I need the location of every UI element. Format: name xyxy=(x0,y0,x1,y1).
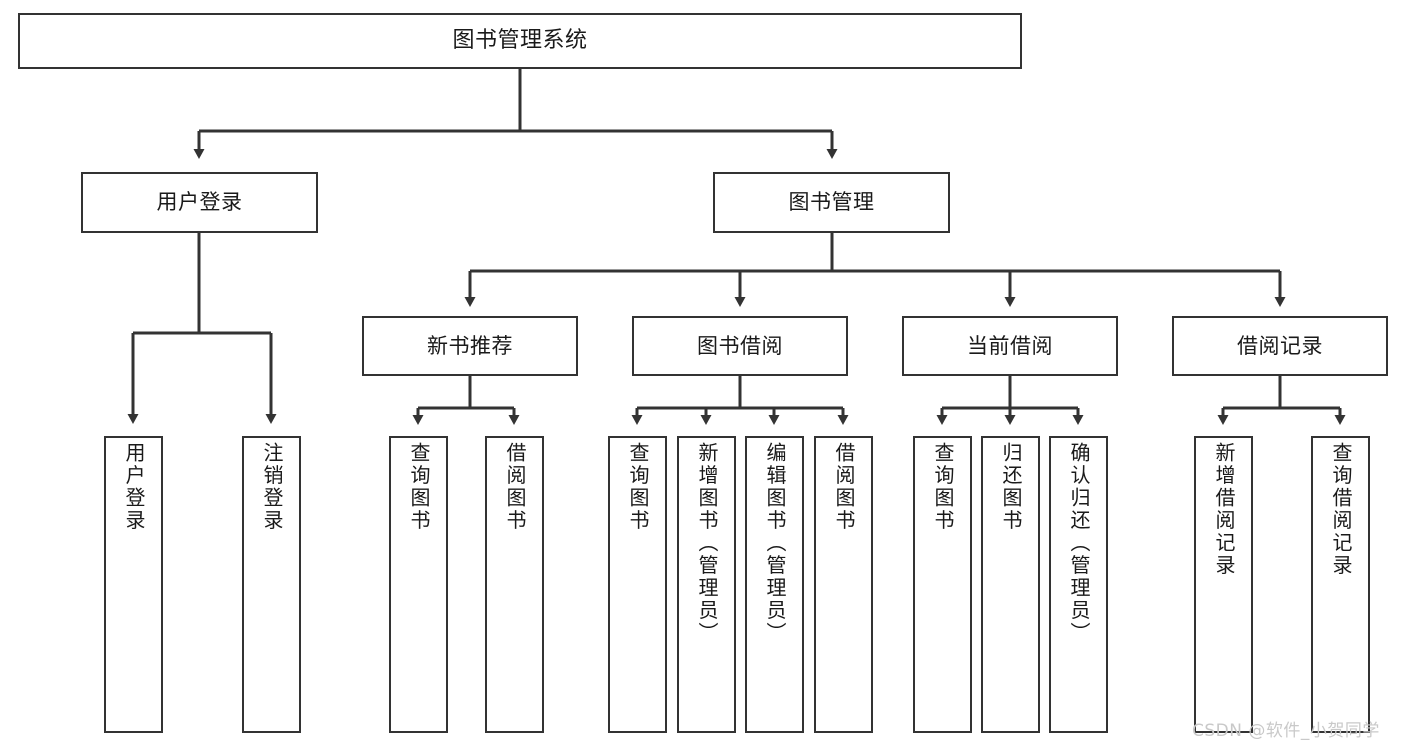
node-leaf-borrow-book-1[interactable]: 借阅图书 xyxy=(485,436,544,733)
node-leaf-user-login-label: 用户登录 xyxy=(122,442,146,532)
node-leaf-add-borrow-record[interactable]: 新增借阅记录 xyxy=(1194,436,1253,733)
node-leaf-borrow-book-1-label: 借阅图书 xyxy=(503,442,527,532)
node-leaf-query-book-2-label: 查询图书 xyxy=(626,442,650,532)
node-leaf-query-borrow-record[interactable]: 查询借阅记录 xyxy=(1311,436,1370,733)
node-leaf-logout-login[interactable]: 注销登录 xyxy=(242,436,301,733)
node-leaf-query-book-3-label: 查询图书 xyxy=(931,442,955,532)
node-leaf-add-borrow-record-label: 新增借阅记录 xyxy=(1212,442,1236,577)
node-leaf-borrow-book-2[interactable]: 借阅图书 xyxy=(814,436,873,733)
node-new-book-recommend[interactable]: 新书推荐 xyxy=(362,316,578,376)
node-leaf-confirm-return-admin[interactable]: 确认归还（管理员） xyxy=(1049,436,1108,733)
node-new-book-recommend-label: 新书推荐 xyxy=(427,333,513,358)
node-leaf-query-book-1-label: 查询图书 xyxy=(407,442,431,532)
node-leaf-query-book-2[interactable]: 查询图书 xyxy=(608,436,667,733)
node-leaf-query-borrow-record-label: 查询借阅记录 xyxy=(1329,442,1353,577)
node-root-label: 图书管理系统 xyxy=(452,28,588,54)
node-borrow-record[interactable]: 借阅记录 xyxy=(1172,316,1388,376)
node-user-login[interactable]: 用户登录 xyxy=(81,172,318,233)
node-book-manage[interactable]: 图书管理 xyxy=(713,172,950,233)
node-root[interactable]: 图书管理系统 xyxy=(18,13,1022,69)
node-leaf-logout-login-label: 注销登录 xyxy=(260,442,284,532)
node-leaf-borrow-book-2-label: 借阅图书 xyxy=(832,442,856,532)
node-borrow-record-label: 借阅记录 xyxy=(1237,333,1323,358)
node-leaf-add-book-admin-label: 新增图书（管理员） xyxy=(695,442,719,645)
node-leaf-query-book-1[interactable]: 查询图书 xyxy=(389,436,448,733)
node-leaf-edit-book-admin-label: 编辑图书（管理员） xyxy=(763,442,787,645)
node-leaf-add-book-admin[interactable]: 新增图书（管理员） xyxy=(677,436,736,733)
node-leaf-query-book-3[interactable]: 查询图书 xyxy=(913,436,972,733)
node-leaf-edit-book-admin[interactable]: 编辑图书（管理员） xyxy=(745,436,804,733)
node-book-borrow[interactable]: 图书借阅 xyxy=(632,316,848,376)
node-leaf-return-book[interactable]: 归还图书 xyxy=(981,436,1040,733)
node-leaf-user-login[interactable]: 用户登录 xyxy=(104,436,163,733)
node-book-manage-label: 图书管理 xyxy=(788,190,875,215)
node-leaf-confirm-return-admin-label: 确认归还（管理员） xyxy=(1067,442,1091,645)
node-current-borrow-label: 当前借阅 xyxy=(967,333,1053,358)
node-leaf-return-book-label: 归还图书 xyxy=(999,442,1023,532)
node-user-login-label: 用户登录 xyxy=(156,190,243,215)
node-current-borrow[interactable]: 当前借阅 xyxy=(902,316,1118,376)
node-book-borrow-label: 图书借阅 xyxy=(697,333,783,358)
watermark: CSDN @软件_小贺同学 xyxy=(1192,721,1380,741)
